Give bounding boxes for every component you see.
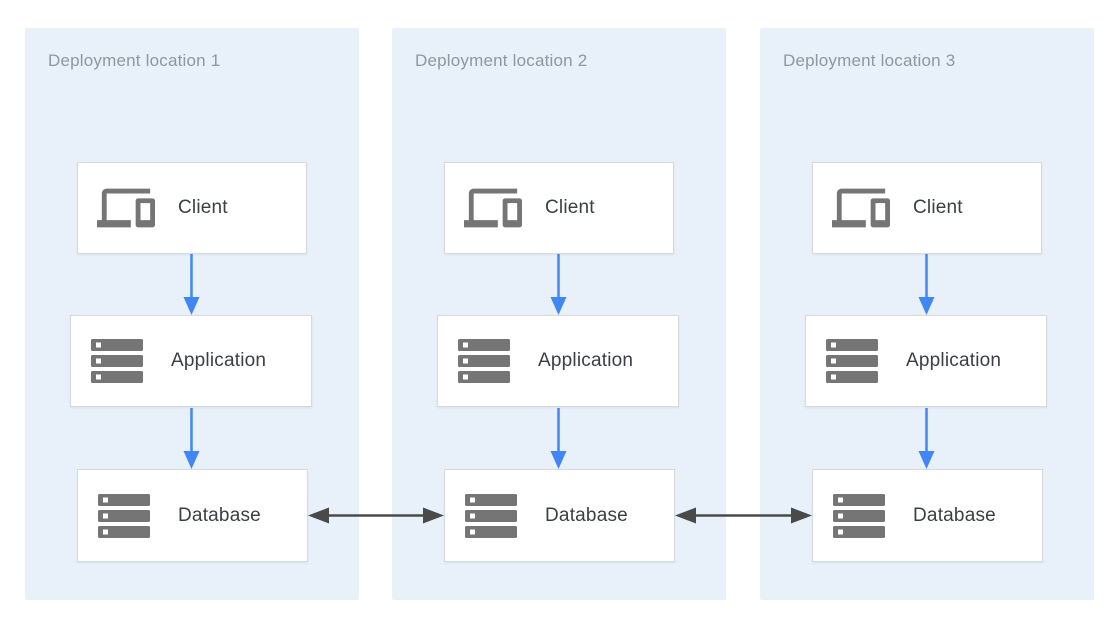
node-label: Application (906, 350, 1002, 371)
server-stack-icon (813, 493, 913, 538)
server-stack-icon (438, 339, 538, 383)
server-stack-icon (445, 493, 545, 538)
client-to-application-arrow (182, 254, 201, 315)
database-node: Database (812, 469, 1043, 562)
deployment-location-3-panel: Deployment location 3 Client (760, 28, 1094, 600)
node-label: Client (545, 197, 595, 218)
application-to-database-arrow (549, 408, 568, 469)
application-node: Application (805, 315, 1047, 407)
server-stack-icon (806, 339, 906, 383)
node-label: Application (171, 350, 267, 371)
server-stack-icon (71, 339, 171, 383)
client-node: Client (812, 162, 1042, 254)
node-label: Database (545, 504, 628, 526)
node-label: Application (538, 350, 634, 371)
node-label: Database (913, 504, 996, 526)
deployment-location-1-panel: Deployment location 1 Client (25, 28, 359, 600)
devices-icon (445, 179, 545, 237)
panel-title: Deployment location 1 (48, 51, 221, 70)
client-node: Client (77, 162, 307, 254)
deployment-location-2-panel: Deployment location 2 Client (392, 28, 726, 600)
server-stack-icon (78, 493, 178, 538)
application-node: Application (70, 315, 312, 407)
panel-title: Deployment location 2 (415, 51, 588, 70)
panel-title: Deployment location 3 (783, 51, 956, 70)
client-node: Client (444, 162, 674, 254)
node-label: Client (913, 197, 963, 218)
node-label: Database (178, 504, 261, 526)
database-node: Database (77, 469, 308, 562)
database2-database3-double-arrow (675, 506, 812, 525)
application-node: Application (437, 315, 679, 407)
client-to-application-arrow (917, 254, 936, 315)
database-node: Database (444, 469, 675, 562)
node-label: Client (178, 197, 228, 218)
devices-icon (78, 179, 178, 237)
application-to-database-arrow (182, 408, 201, 469)
devices-icon (813, 179, 913, 237)
application-to-database-arrow (917, 408, 936, 469)
database1-database2-double-arrow (308, 506, 444, 525)
client-to-application-arrow (549, 254, 568, 315)
